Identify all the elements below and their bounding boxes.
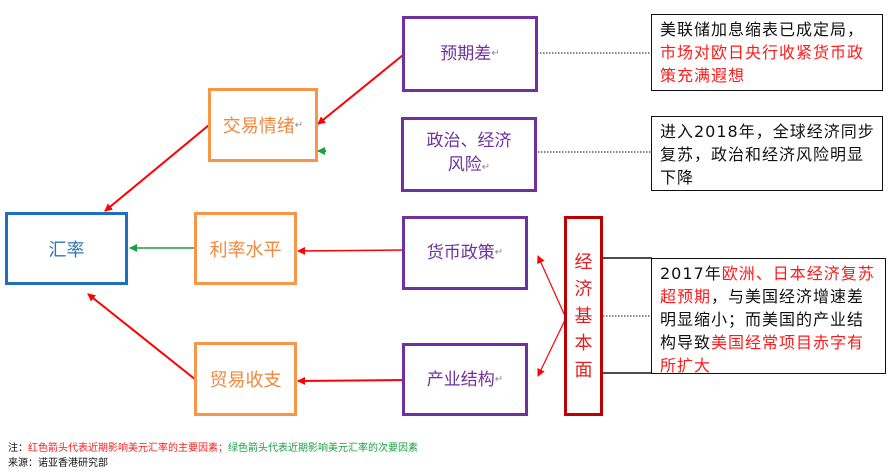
- note-expectation-gap: 美联储加息缩表已成定局， 市场对欧日央行收紧货币政策充满遐想: [651, 14, 883, 91]
- node-monetary-policy-label: 货币政策: [426, 243, 495, 263]
- node-interest-rate-level-label: 利率水平: [209, 239, 282, 261]
- node-trade-balance: 贸易收支: [194, 342, 297, 416]
- node-trade-sentiment: 交易情绪↵: [208, 88, 318, 162]
- node-monetary-policy: 货币政策↵: [402, 216, 528, 290]
- paragraph-mark-icon: ↵: [494, 247, 504, 258]
- node-economic-fundamentals: 经 济 基 本 面: [564, 216, 603, 416]
- node-interest-rate-level: 利率水平: [194, 212, 297, 285]
- note-fundamentals-part4: 美国经常项目赤字有所扩大: [660, 333, 865, 375]
- note-fundamentals-part2: 欧洲、日本经济复苏超预期: [660, 264, 875, 306]
- paragraph-mark-icon: ↵: [481, 162, 491, 173]
- node-industrial-structure-label: 产业结构: [426, 369, 495, 390]
- arrow-monetary-to-interest: [297, 246, 404, 255]
- node-political-risk-line1: 政治、经济: [426, 131, 512, 151]
- node-political-risk-line2: 风险: [447, 155, 482, 175]
- node-expectation-gap: 预期差↵: [402, 16, 538, 92]
- fundamentals-char: 本: [574, 332, 593, 354]
- paragraph-mark-icon: ↵: [494, 373, 504, 385]
- node-industrial-structure: 产业结构↵: [402, 343, 528, 416]
- footer-note-prefix: 注：: [8, 443, 28, 454]
- node-exchange-rate: 汇率: [5, 212, 128, 285]
- fundamentals-char: 济: [574, 278, 593, 300]
- arrow-industry-to-trade: [297, 376, 404, 385]
- arrow-sentiment-to-rate: [104, 124, 210, 212]
- arrow-trade-to-rate: [87, 293, 197, 381]
- footer-source: 来源：诺亚香港研究部: [8, 456, 108, 471]
- note-fundamentals: 2017年欧洲、日本经济复苏超预期，与美国经济增速差明显缩小；而美国的产业结构导…: [651, 258, 886, 375]
- fundamentals-char: 经: [574, 251, 593, 273]
- note-expectation-black: 美联储加息缩表已成定局，: [660, 20, 865, 39]
- footer-note-red: 红色箭头代表近期影响美元汇率的主要因素；: [28, 443, 228, 454]
- node-trade-balance-label: 贸易收支: [209, 370, 282, 391]
- node-expectation-gap-label: 预期差: [440, 44, 492, 64]
- fundamentals-char: 基: [574, 305, 593, 327]
- footer-note: 注：红色箭头代表近期影响美元汇率的主要因素；绿色箭头代表近期影响美元汇率的次要因…: [8, 441, 418, 456]
- paragraph-mark-icon: ↵: [294, 119, 304, 131]
- node-exchange-rate-label: 汇率: [48, 239, 85, 261]
- node-political-economic-risk: 政治、经济 风险↵: [401, 117, 537, 192]
- note-fundamentals-part1: 2017年: [660, 264, 722, 283]
- paragraph-mark-icon: ↵: [491, 48, 500, 59]
- arrow-fundamentals-to-monetary: [537, 255, 566, 317]
- node-trade-sentiment-label: 交易情绪: [222, 116, 295, 137]
- footer-source-text: 来源：诺亚香港研究部: [8, 458, 108, 469]
- note-political-risk: 进入2018年，全球经济同步复苏，政治和经济风险明显下降: [651, 116, 883, 191]
- arrow-expectation-to-sentiment: [317, 54, 404, 125]
- footer-note-green: 绿色箭头代表近期影响美元汇率的次要因素: [228, 443, 418, 454]
- arrow-fundamentals-to-industry: [537, 319, 566, 377]
- note-expectation-red: 市场对欧日央行收紧货币政策充满遐想: [660, 43, 865, 85]
- fundamentals-char: 面: [574, 359, 593, 381]
- note-fundamentals-part3: ，与美国经济增速差明显缩小；而美国的产业结构导致: [660, 287, 865, 352]
- note-political-risk-text: 进入2018年，全球经济同步复苏，政治和经济风险明显下降: [660, 122, 875, 187]
